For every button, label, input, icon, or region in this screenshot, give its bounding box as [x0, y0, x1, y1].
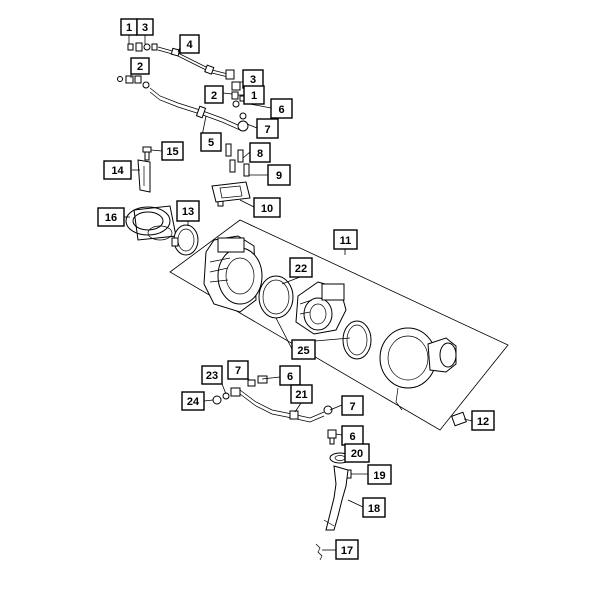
callout-21-number: 21: [295, 389, 307, 401]
turbo-assembly-group-frame-11: [169, 219, 509, 431]
turbine-housing: [203, 235, 263, 313]
callout-7: 7: [227, 360, 249, 380]
callout-22: 22: [289, 257, 313, 278]
callout-6: 6: [341, 425, 364, 446]
callout-19: 19: [367, 464, 392, 485]
callout-7-number: 7: [264, 124, 270, 136]
callout-15-number: 15: [166, 146, 178, 158]
callout-21: 21: [290, 384, 313, 404]
callout-7-number: 7: [349, 401, 355, 413]
callout-16-number: 16: [105, 212, 117, 224]
callout-1: 1: [120, 18, 138, 36]
callout-1-number: 1: [126, 22, 132, 34]
spring-clamp-17: [315, 543, 323, 561]
v-band-ring-22: [258, 275, 294, 319]
callout-24-number: 24: [187, 396, 200, 408]
callout-2-number: 2: [211, 90, 217, 102]
callout-7: 7: [256, 118, 279, 139]
heat-shield-bracket-14: [137, 159, 151, 193]
callout-15: 15: [161, 141, 184, 161]
callout-3-number: 3: [142, 22, 148, 34]
callout-16: 16: [97, 207, 125, 227]
parts-layer: [117, 42, 509, 561]
callout-6-number: 6: [349, 431, 355, 443]
callout-8-number: 8: [257, 148, 263, 160]
callout-17-number: 17: [341, 545, 353, 557]
bolt-15: [142, 146, 152, 161]
callout-25: 25: [291, 339, 316, 360]
callout-9-number: 9: [276, 170, 282, 182]
drain-tube-21: [239, 389, 333, 423]
callout-5-number: 5: [208, 137, 214, 149]
callout-19-number: 19: [373, 470, 385, 482]
callout-17: 17: [335, 539, 359, 560]
clamp-13: [171, 224, 199, 256]
center-bearing-housing: [295, 281, 347, 335]
exhaust-adapter-16: [125, 205, 177, 241]
callout-10-number: 10: [261, 203, 273, 215]
callout-9: 9: [267, 164, 291, 186]
callout-11: 11: [333, 229, 358, 250]
callout-2: 2: [204, 85, 224, 104]
fittings-left: [117, 75, 150, 89]
callout-7-number: 7: [235, 365, 241, 377]
callout-20-number: 20: [351, 448, 363, 460]
callout-22-number: 22: [295, 263, 307, 275]
callout-5: 5: [200, 132, 222, 152]
callout-18-number: 18: [368, 503, 380, 515]
callout-2: 2: [130, 57, 150, 75]
callout-1: 1: [243, 85, 265, 105]
callout-4: 4: [179, 34, 200, 54]
callout-8: 8: [249, 142, 271, 163]
callout-6-number: 6: [278, 104, 284, 116]
callout-labels: 1 3 4 2 3 2 1: [97, 18, 495, 560]
callout-13-number: 13: [182, 206, 194, 218]
plug-12: [451, 411, 467, 427]
callout-12: 12: [471, 410, 495, 431]
callout-4-number: 4: [186, 39, 193, 51]
callout-7: 7: [341, 395, 364, 416]
callout-13: 13: [176, 200, 200, 222]
callout-23: 23: [201, 365, 223, 385]
oil-return-line-5: [149, 87, 249, 132]
callout-20: 20: [344, 443, 370, 463]
feed-line-fittings-top: [127, 42, 158, 52]
callout-23-number: 23: [206, 370, 218, 382]
callout-25-number: 25: [297, 345, 309, 357]
callout-14-number: 14: [111, 165, 124, 177]
gasket-10: [211, 181, 251, 203]
clamp-ring-25: [342, 320, 372, 360]
callout-3-number: 3: [250, 74, 256, 86]
callout-6-number: 6: [287, 371, 293, 383]
callout-2-number: 2: [137, 61, 143, 73]
oil-feed-line-4: [157, 46, 235, 80]
callout-6: 6: [270, 98, 293, 119]
compressor-housing: [379, 327, 457, 411]
callout-12-number: 12: [477, 416, 489, 428]
callout-14: 14: [103, 160, 132, 180]
callout-3: 3: [136, 18, 154, 36]
callout-6: 6: [279, 365, 301, 386]
leader-lines: [124, 35, 473, 551]
drain-pipe-18: [323, 465, 349, 531]
callout-1-number: 1: [251, 90, 257, 102]
callout-18: 18: [362, 497, 386, 518]
callout-11-number: 11: [340, 235, 352, 247]
callout-10: 10: [253, 197, 281, 218]
callout-24: 24: [181, 391, 205, 411]
